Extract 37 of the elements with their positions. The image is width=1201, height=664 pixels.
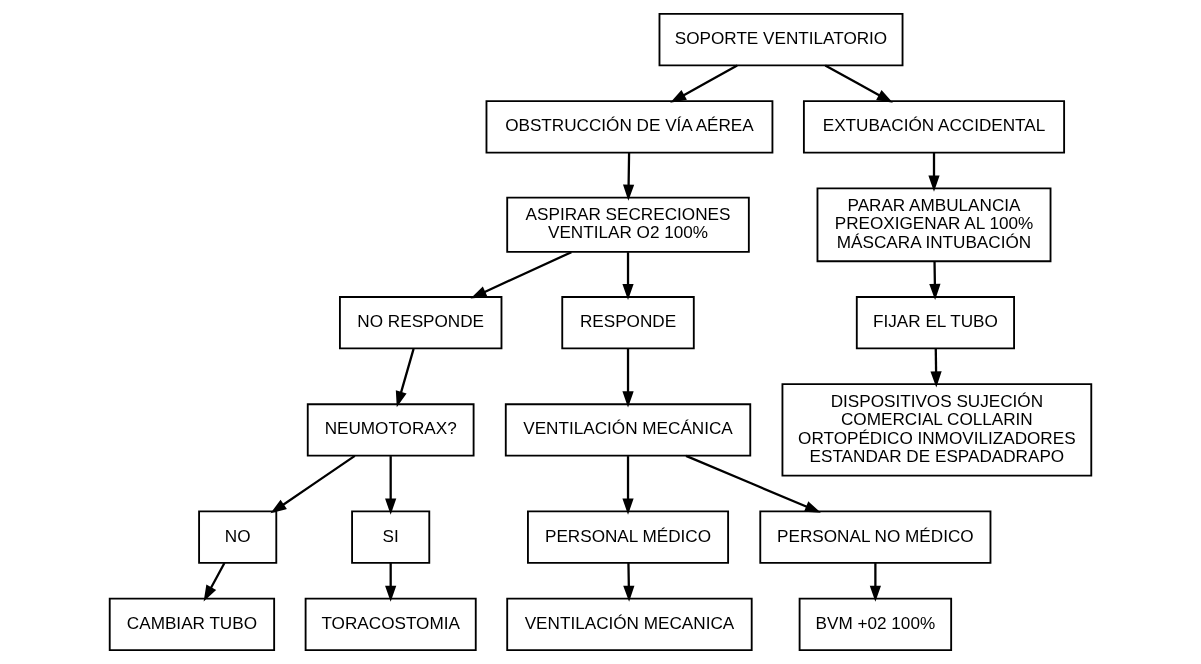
arrow [670,64,738,103]
arrow [930,348,942,388]
arrow [928,152,940,192]
node-box: SI [351,510,431,564]
arrow [622,348,634,408]
node-box: FIJAR EL TUBO [855,296,1015,350]
node-box: ASPIRAR SECRECIONES VENTILAR O2 100% [506,196,750,253]
arrow [622,252,634,301]
arrow [470,251,572,299]
node-box: TORACOSTOMIA [304,597,477,652]
node-box: OBSTRUCCIÓN DE VÍA AÉREA [485,100,774,154]
arrow [623,152,635,201]
node-box: NO [198,510,278,564]
node-box: PARAR AMBULANCIA PREOXIGENAR AL 100% MÁSCARA INTUBACIÓN [816,187,1052,263]
node-box: PERSONAL NO MÉDICO [759,510,992,564]
arrow [385,456,397,515]
arrow [203,562,226,602]
node-box: EXTUBACIÓN ACCIDENTAL [802,100,1066,154]
arrow [623,563,635,602]
arrow [929,261,941,300]
node-box: NO RESPONDE [339,296,503,350]
arrow [385,563,397,602]
node-box: VENTILACIÓN MECANICA [506,597,753,652]
node-box: SOPORTE VENTILATORIO [658,12,904,67]
node-box: DISPOSITIVOS SUJECIÓN COMERCIAL COLLARIN ORTOPÉDICO INMOVILIZADORES ESTANDAR DE ESPADADRAPO [781,383,1093,477]
node-box: VENTILACIÓN MECÁNICA [504,403,752,457]
arrow [685,454,821,513]
node-box: CAMBIAR TUBO [108,597,276,652]
arrow [395,348,415,408]
arrow [869,563,881,602]
node-box: NEUMOTORAX? [306,403,475,457]
arrow [824,64,893,103]
node-box: BVM +02 100% [798,597,953,652]
arrow [270,454,356,514]
node-box: PERSONAL MÉDICO [527,510,730,564]
node-box: RESPONDE [561,296,695,350]
arrow [622,456,634,515]
